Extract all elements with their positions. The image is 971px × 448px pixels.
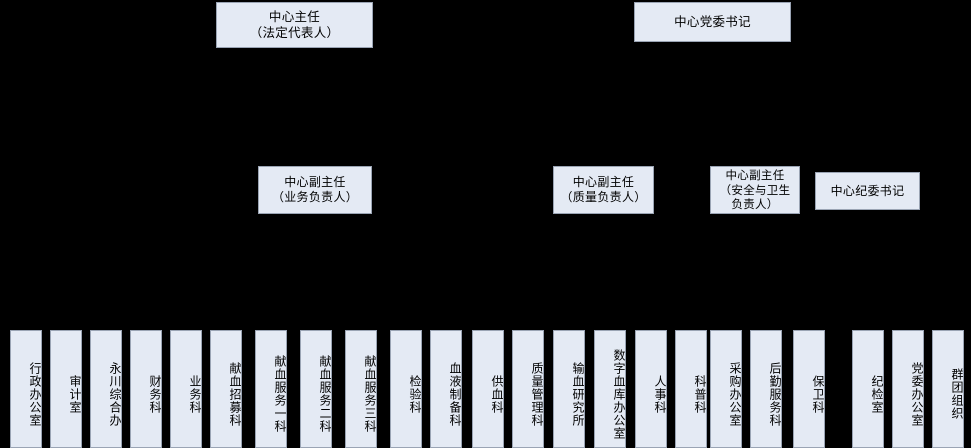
node-deputy-quality[interactable]: 中心副主任 （质量负责人） (553, 166, 654, 214)
node-label: 中心副主任 （质量负责人） (560, 175, 647, 204)
node-label: 保卫科 (811, 374, 825, 414)
node-label: 供血科 (490, 374, 504, 414)
node-dept-procurement-office[interactable]: 采购办公室 (710, 330, 742, 448)
node-label: 中心党委书记 (674, 14, 751, 30)
node-label: 纪检室 (870, 374, 884, 414)
node-dept-security[interactable]: 保卫科 (793, 330, 825, 448)
node-label: 中心主任 （法定代表人） (249, 9, 340, 40)
node-label: 中心纪委书记 (830, 183, 905, 198)
node-dept-party-office[interactable]: 党委办公室 (892, 330, 924, 448)
node-dept-science-popular[interactable]: 科普科 (675, 330, 707, 448)
node-deputy-safety[interactable]: 中心副主任 （安全与卫生 负责人） (710, 166, 800, 214)
node-label: 群团组织 (950, 368, 964, 420)
node-deputy-business[interactable]: 中心副主任 （业务负责人） (258, 166, 372, 214)
node-dept-mass-organization[interactable]: 群团组织 (932, 330, 964, 448)
node-label: 人事科 (653, 374, 667, 414)
node-label: 献血招募科 (228, 361, 242, 427)
node-label: 后勤服务科 (768, 361, 782, 427)
node-dept-yongchuan-general[interactable]: 永川综合办 (90, 330, 122, 448)
node-center-director[interactable]: 中心主任 （法定代表人） (216, 2, 373, 48)
node-dept-quality-management[interactable]: 质量管理科 (512, 330, 544, 448)
node-label: 数字血库办公室 (612, 348, 626, 440)
node-label: 财务科 (148, 374, 162, 414)
node-label: 献血服务三科 (363, 355, 377, 433)
node-party-secretary[interactable]: 中心党委书记 (634, 2, 791, 42)
node-label: 业务科 (188, 374, 202, 414)
node-dept-admin-office[interactable]: 行政办公室 (10, 330, 42, 448)
node-dept-audit-office[interactable]: 审计室 (50, 330, 82, 448)
node-label: 检验科 (408, 374, 422, 414)
node-label: 科普科 (693, 374, 707, 414)
node-dept-discipline-inspect[interactable]: 纪检室 (852, 330, 884, 448)
node-dept-laboratory[interactable]: 检验科 (390, 330, 422, 448)
node-label: 采购办公室 (728, 361, 742, 427)
node-dept-business[interactable]: 业务科 (170, 330, 202, 448)
node-dept-personnel[interactable]: 人事科 (635, 330, 667, 448)
node-dept-blood-supply[interactable]: 供血科 (472, 330, 504, 448)
node-label: 审计室 (68, 374, 82, 414)
node-dept-donation-service-1[interactable]: 献血服务一科 (255, 330, 287, 448)
node-discipline-secretary[interactable]: 中心纪委书记 (815, 172, 920, 210)
node-dept-donation-service-2[interactable]: 献血服务二科 (300, 330, 332, 448)
node-label: 永川综合办 (108, 361, 122, 427)
node-label: 献血服务一科 (273, 355, 287, 433)
node-label: 行政办公室 (28, 361, 42, 427)
node-label: 党委办公室 (910, 361, 924, 427)
node-dept-finance[interactable]: 财务科 (130, 330, 162, 448)
node-dept-digital-blood-bank[interactable]: 数字血库办公室 (594, 330, 626, 448)
node-dept-blood-preparation[interactable]: 血液制备科 (430, 330, 462, 448)
node-label: 中心副主任 （业务负责人） (271, 175, 359, 204)
node-dept-logistics-service[interactable]: 后勤服务科 (750, 330, 782, 448)
node-dept-donation-service-3[interactable]: 献血服务三科 (345, 330, 377, 448)
node-label: 输血研究所 (571, 361, 585, 427)
node-label: 献血服务二科 (318, 355, 332, 433)
node-dept-transfusion-inst[interactable]: 输血研究所 (553, 330, 585, 448)
node-label: 血液制备科 (448, 361, 462, 427)
node-label: 中心副主任 （安全与卫生 负责人） (719, 168, 791, 212)
node-dept-donor-recruitment[interactable]: 献血招募科 (210, 330, 242, 448)
node-label: 质量管理科 (530, 361, 544, 427)
